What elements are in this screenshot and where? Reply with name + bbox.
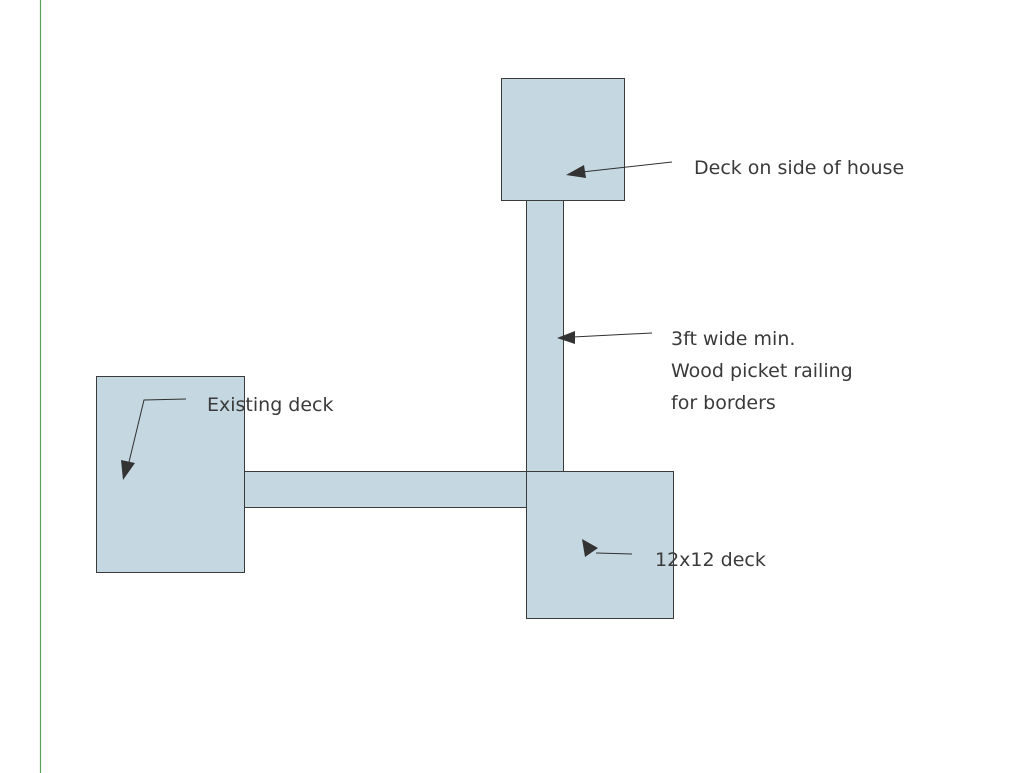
label-min-width: 3ft wide min. <box>671 328 795 350</box>
label-existing-deck: Existing deck <box>207 394 334 416</box>
label-railing: Wood picket railing <box>671 360 853 382</box>
twelve-by-twelve-deck <box>526 471 674 619</box>
arrow-walkway-width <box>557 331 653 344</box>
deck-side-of-house <box>501 78 625 201</box>
arrow-existing-deck <box>121 398 187 480</box>
label-borders: for borders <box>671 392 776 414</box>
label-twelve-deck: 12x12 deck <box>655 549 766 571</box>
arrow-twelve-deck <box>582 539 633 557</box>
label-deck-side-of-house: Deck on side of house <box>694 157 904 179</box>
arrow-deck-side <box>566 161 673 178</box>
walkway-horizontal <box>244 471 528 508</box>
existing-deck <box>96 376 245 573</box>
walkway-vertical <box>526 200 564 472</box>
